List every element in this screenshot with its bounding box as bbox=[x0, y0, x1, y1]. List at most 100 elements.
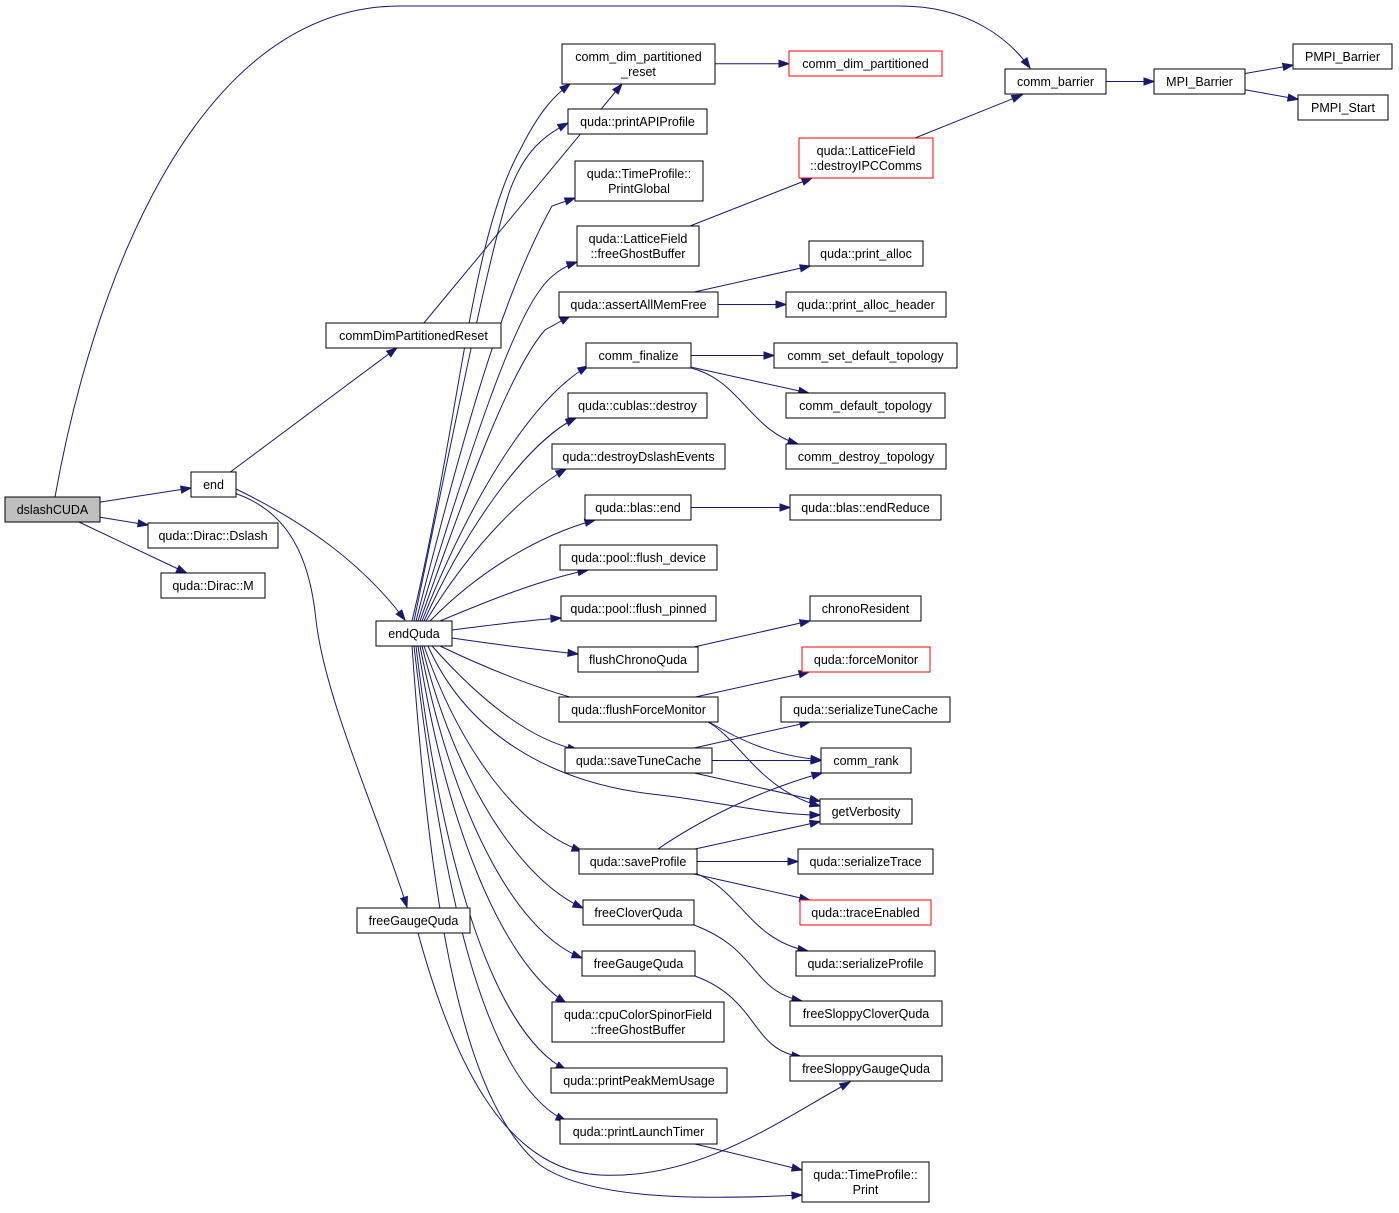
node-label: PMPI_Barrier bbox=[1305, 50, 1380, 64]
node-comm-destroy-topology[interactable]: comm_destroy_topology bbox=[785, 443, 947, 470]
arrowhead-saveprofile-to-serializetrace bbox=[787, 857, 800, 866]
arrowhead-commdimpartitionedreset-to-comm-dim-partitioned-reset bbox=[611, 82, 623, 95]
node-label: quda::pool::flush_pinned bbox=[570, 602, 706, 616]
node-dslashcuda[interactable]: dslashCUDA bbox=[4, 496, 101, 523]
edge-freecloverquda-to-freesloppycloverquda bbox=[693, 924, 803, 1002]
node-box bbox=[576, 225, 700, 267]
node-printapiprofile[interactable]: quda::printAPIProfile bbox=[567, 108, 708, 135]
arrowhead-endquda-to-latticefield-freeghostbuffer bbox=[565, 261, 579, 270]
node-commdimpartitionedreset[interactable]: commDimPartitionedReset bbox=[325, 322, 502, 349]
edge-comm-finalize-to-comm-default-topology bbox=[690, 366, 809, 394]
node-label: freeSloppyCloverQuda bbox=[803, 1007, 930, 1021]
edges-layer bbox=[54, 5, 1300, 1200]
node-comm-set-default-topology[interactable]: comm_set_default_topology bbox=[773, 342, 958, 369]
node-cpucolorspinorfield-freeghostbuffer[interactable]: quda::cpuColorSpinorField::freeGhostBuff… bbox=[551, 1001, 725, 1043]
node-label: quda::flushForceMonitor bbox=[571, 703, 706, 717]
edge-endquda-to-flushchronoquda bbox=[451, 637, 579, 655]
edge-endquda-to-blas-end bbox=[429, 519, 596, 622]
node-label: commDimPartitionedReset bbox=[339, 329, 488, 343]
arrowhead-freegaugequda-l-to-freesloppygaugequda bbox=[838, 1081, 852, 1091]
node-comm-dim-partitioned-reset[interactable]: comm_dim_partitioned_reset bbox=[561, 43, 716, 85]
node-cublas-destroy[interactable]: quda::cublas::destroy bbox=[567, 392, 708, 419]
node-box bbox=[375, 620, 453, 647]
node-pool-flush-device[interactable]: quda::pool::flush_device bbox=[559, 544, 718, 571]
node-serializeprofile[interactable]: quda::serializeProfile bbox=[795, 950, 936, 977]
node-box bbox=[559, 544, 718, 571]
node-end[interactable]: end bbox=[190, 471, 237, 498]
node-freesloppygaugequda[interactable]: freeSloppyGaugeQuda bbox=[789, 1055, 943, 1082]
node-label: quda::TimeProfile:: bbox=[587, 167, 691, 181]
node-pool-flush-pinned[interactable]: quda::pool::flush_pinned bbox=[560, 595, 717, 622]
node-label: quda::TimeProfile:: bbox=[813, 1168, 917, 1182]
node-latticefield-freeghostbuffer[interactable]: quda::LatticeField::freeGhostBuffer bbox=[576, 225, 700, 267]
edge-printlaunchtimer-to-timeprofile-print bbox=[694, 1143, 803, 1171]
node-label: quda::LatticeField bbox=[817, 144, 916, 158]
node-box bbox=[550, 1067, 728, 1094]
node-traceenabled[interactable]: quda::traceEnabled bbox=[799, 899, 932, 926]
node-label: chronoResident bbox=[822, 602, 910, 616]
node-freegaugequda-m[interactable]: freeGaugeQuda bbox=[581, 950, 696, 977]
node-comm-barrier[interactable]: comm_barrier bbox=[1004, 68, 1107, 95]
node-flushchronoquda[interactable]: flushChronoQuda bbox=[577, 646, 699, 673]
node-endquda[interactable]: endQuda bbox=[375, 620, 453, 647]
arrowhead-endquda-to-destroydslashevents bbox=[554, 468, 568, 478]
node-box bbox=[1004, 68, 1107, 95]
node-serializetrace[interactable]: quda::serializeTrace bbox=[797, 848, 934, 875]
node-box bbox=[582, 899, 695, 926]
node-pmpi-start[interactable]: PMPI_Start bbox=[1297, 94, 1389, 121]
node-pmpi-barrier[interactable]: PMPI_Barrier bbox=[1292, 43, 1393, 70]
node-latticefield-destroyipccomms[interactable]: quda::LatticeField::destroyIPCComms bbox=[798, 137, 934, 179]
node-forcemonitor[interactable]: quda::forceMonitor bbox=[801, 646, 931, 673]
node-label: ::freeGhostBuffer bbox=[591, 247, 686, 261]
node-quda-dirac-m[interactable]: quda::Dirac::M bbox=[160, 572, 266, 599]
edge-endquda-to-latticefield-freeghostbuffer bbox=[417, 261, 578, 622]
node-blas-endreduce[interactable]: quda::blas::endReduce bbox=[789, 494, 942, 521]
arrowhead-assertallmemfree-to-print-alloc-header bbox=[775, 300, 788, 309]
node-blas-end[interactable]: quda::blas::end bbox=[584, 494, 692, 521]
node-print-alloc[interactable]: quda::print_alloc bbox=[808, 240, 924, 267]
node-mpi-barrier[interactable]: MPI_Barrier bbox=[1153, 68, 1246, 95]
node-box bbox=[551, 1001, 725, 1043]
node-box bbox=[799, 899, 932, 926]
node-freesloppycloverquda[interactable]: freeSloppyCloverQuda bbox=[789, 1000, 943, 1027]
node-flushforcemonitor[interactable]: quda::flushForceMonitor bbox=[558, 696, 719, 723]
node-print-alloc-header[interactable]: quda::print_alloc_header bbox=[785, 291, 947, 318]
node-timeprofile-printglobal[interactable]: quda::TimeProfile::PrintGlobal bbox=[574, 160, 704, 202]
arrowhead-mpi-barrier-to-pmpi-barrier bbox=[1281, 62, 1295, 72]
edge-endquda-to-pool-flush-device bbox=[439, 569, 589, 622]
node-printpeakmemusage[interactable]: quda::printPeakMemUsage bbox=[550, 1067, 728, 1094]
arrowhead-endquda-to-comm-finalize bbox=[576, 365, 590, 375]
node-comm-default-topology[interactable]: comm_default_topology bbox=[785, 392, 946, 419]
edge-latticefield-freeghostbuffer-to-latticefield-destroyipccomms bbox=[689, 177, 813, 227]
node-saveprofile[interactable]: quda::saveProfile bbox=[578, 848, 698, 875]
arrowhead-endquda-to-freecloverquda bbox=[571, 899, 585, 909]
node-chronoresident[interactable]: chronoResident bbox=[809, 595, 922, 622]
node-serializetunecache[interactable]: quda::serializeTuneCache bbox=[780, 696, 951, 723]
node-comm-rank[interactable]: comm_rank bbox=[820, 747, 912, 774]
edge-endquda-to-printapiprofile bbox=[413, 122, 569, 622]
edge-endquda-to-freecloverquda bbox=[421, 645, 584, 909]
node-box bbox=[585, 342, 692, 369]
node-label: quda::printPeakMemUsage bbox=[563, 1074, 715, 1088]
node-label: quda::print_alloc_header bbox=[797, 298, 935, 312]
node-quda-dirac-dslash[interactable]: quda::Dirac::Dslash bbox=[147, 522, 279, 549]
node-savetunecache[interactable]: quda::saveTuneCache bbox=[564, 747, 713, 774]
arrowhead-comm-dim-partitioned-reset-to-comm-dim-partitioned bbox=[778, 59, 791, 68]
node-label: comm_finalize bbox=[599, 349, 679, 363]
node-comm-finalize[interactable]: comm_finalize bbox=[585, 342, 692, 369]
node-comm-dim-partitioned[interactable]: comm_dim_partitioned bbox=[788, 50, 943, 77]
node-printlaunchtimer[interactable]: quda::printLaunchTimer bbox=[559, 1118, 718, 1145]
node-assertallmemfree[interactable]: quda::assertAllMemFree bbox=[558, 291, 719, 318]
node-box bbox=[325, 322, 502, 349]
node-getverbosity[interactable]: getVerbosity bbox=[819, 798, 913, 825]
node-label: quda::printLaunchTimer bbox=[573, 1125, 705, 1139]
edge-flushforcemonitor-to-getverbosity bbox=[707, 721, 821, 807]
node-freecloverquda[interactable]: freeCloverQuda bbox=[582, 899, 695, 926]
node-box bbox=[160, 572, 266, 599]
node-timeprofile-print[interactable]: quda::TimeProfile::Print bbox=[801, 1161, 930, 1203]
node-box bbox=[785, 443, 947, 470]
edge-saveprofile-to-comm-rank bbox=[657, 772, 823, 850]
node-freegaugequda-l[interactable]: freeGaugeQuda bbox=[356, 907, 471, 934]
node-destroydslashevents[interactable]: quda::destroyDslashEvents bbox=[551, 443, 726, 470]
edge-savetunecache-to-serializetunecache bbox=[693, 721, 811, 749]
